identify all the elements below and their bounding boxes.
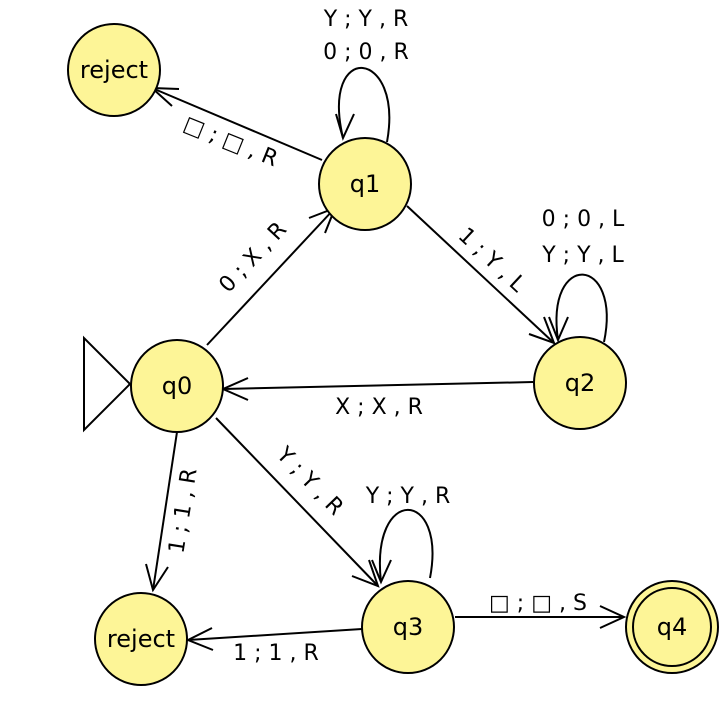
edge-q3-to-reject [185,627,363,651]
state-q4-accepting: q4 [625,580,719,674]
state-q2: q2 [533,336,627,430]
label-q1-self-a: Y ; Y , R [323,7,409,32]
label-q0-to-q3: Y ; Y , R [271,442,348,521]
state-reject-top: reject [67,23,161,117]
edge-q0-to-q3 [215,417,380,588]
edge-q3-to-q4 [455,605,627,629]
label-q3-to-q4: □ ; □ , S [489,591,587,616]
label-q2-self-a: 0 ; 0 , L [542,207,625,232]
edge-q3-self-loop [371,509,434,585]
state-label: reject [80,56,148,84]
label-q0-to-q1: 0 ; X , R [215,217,292,297]
state-reject-bottom: reject [94,592,188,686]
edge-q1-to-q2 [406,205,556,345]
state-label: q2 [565,369,596,397]
state-q1: q1 [318,137,412,231]
label-q2-to-q0: X ; X , R [335,395,423,420]
label-q2-self-b: Y ; Y , L [541,243,624,268]
state-label: q0 [162,372,193,400]
label-q1-self-b: 0 ; 0 , R [323,40,409,65]
edge-q2-self-loop [548,273,608,343]
label-q3-to-reject: 1 ; 1 , R [233,641,319,666]
state-label: q1 [350,170,381,198]
state-q3: q3 [361,580,455,674]
start-marker [83,335,132,433]
edge-q1-self-loop [335,66,391,143]
state-label: q3 [393,613,424,641]
state-q0: q0 [130,339,224,433]
label-q3-self: Y ; Y , R [365,484,451,509]
state-label: q4 [657,613,688,641]
state-label: reject [107,625,175,653]
edge-q0-to-reject [145,431,178,593]
